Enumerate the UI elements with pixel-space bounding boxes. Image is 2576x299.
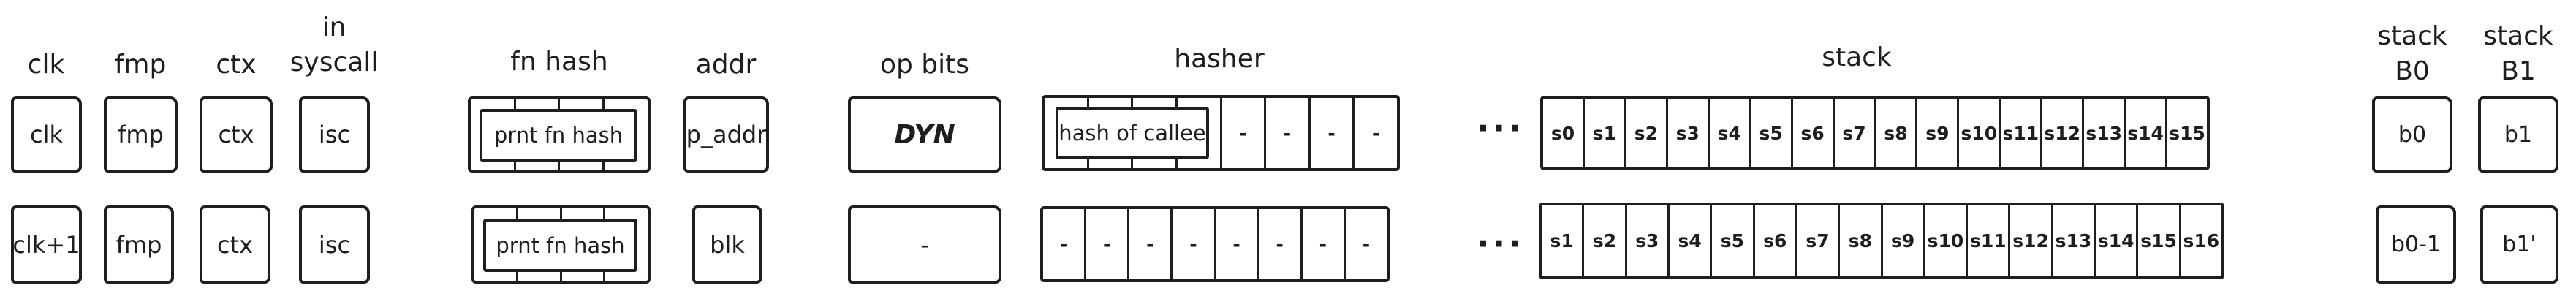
stack-cell: s1 [1550, 230, 1574, 251]
addr-box-row2: blk [692, 205, 762, 284]
isc-box-row2: isc [299, 205, 370, 284]
stack-cell: s0 [1550, 122, 1575, 144]
stack-cell: s11 [1999, 99, 2040, 167]
stack-cell: s3 [1665, 99, 1708, 167]
hasher-cell: - [1343, 209, 1387, 279]
stack-cell: s7 [1832, 99, 1874, 167]
stack-cell: s16 [2178, 205, 2221, 276]
b1-box-row2: b1' [2480, 205, 2558, 284]
stack-cell: s13 [2050, 205, 2094, 276]
hasher-strip-row2: -------- [1040, 206, 1390, 282]
hasher-cell: - [1352, 98, 1397, 168]
stack-cell: s4 [1707, 99, 1749, 167]
col-header-op-bits: op bits [879, 50, 970, 80]
col-header-addr: addr [695, 50, 757, 80]
stack-cell: s15 [2136, 205, 2178, 276]
col-header-stack-b0-line2: B0 [2395, 56, 2430, 86]
addr-box-row1: p_addr [683, 96, 769, 173]
col-header-in-syscall: in syscall [261, 10, 407, 80]
stack-cell: s9 [1880, 205, 1923, 276]
clk-box-row2: clk+1 [11, 205, 82, 284]
stack-cell: s8 [1838, 205, 1880, 276]
hasher-cells-row2: -------- [1043, 209, 1387, 279]
fnhash-group-row1: prnt fn hash [468, 96, 651, 173]
isc-box-row1: isc [299, 96, 370, 173]
col-header-stack-b0: stack B0 [2357, 19, 2467, 89]
stack-cell: s5 [1710, 205, 1752, 276]
hasher-cell: - [1257, 209, 1300, 279]
fnhash-group-row2: prnt fn hash [471, 205, 651, 284]
col-header-in-syscall-line2: syscall [289, 48, 379, 77]
col-header-clk: clk [27, 50, 65, 80]
col-header-in-syscall-line1: in [322, 12, 346, 42]
col-header-stack-b1: stack B1 [2463, 19, 2573, 89]
col-header-stack-b1-line1: stack [2483, 21, 2553, 51]
b0-box-row1: b0 [2372, 96, 2452, 173]
opbits-box-row1: DYN [848, 96, 1001, 173]
stack-cell: s2 [1624, 99, 1666, 167]
stack-cell: s14 [2124, 99, 2165, 167]
b1-box-row1: b1 [2478, 96, 2558, 173]
hasher-cell: - [1213, 209, 1257, 279]
fmp-box-row1: fmp [104, 96, 178, 173]
stack-cell: s3 [1624, 205, 1667, 276]
stack-cell: s13 [2082, 99, 2124, 167]
stack-cell: s2 [1582, 205, 1624, 276]
ctx-box-row2: ctx [200, 205, 270, 284]
hasher-cell: - [1127, 209, 1170, 279]
stack-cell: s1 [1582, 99, 1624, 167]
stack-cell: s7 [1795, 205, 1838, 276]
stack-cell: s10 [1922, 205, 1966, 276]
ctx-box-row1: ctx [200, 96, 273, 173]
hasher-cell: - [1219, 98, 1265, 168]
col-header-stack-b0-line1: stack [2377, 21, 2447, 51]
stack-cell: s10 [1957, 99, 1999, 167]
col-header-fmp: fmp [114, 50, 167, 80]
col-header-stack-b1-line2: B1 [2501, 56, 2536, 86]
hasher-cell: - [1300, 209, 1344, 279]
hasher-overlay-row1: hash of callee [1056, 107, 1209, 159]
hasher-cell: - [1084, 209, 1127, 279]
col-header-ctx: ctx [216, 50, 257, 80]
fnhash-overlay-row2: prnt fn hash [483, 219, 637, 272]
stack-cell: s12 [2040, 99, 2082, 167]
col-header-fn-hash: fn hash [510, 47, 608, 77]
stack-cell: s6 [1790, 99, 1833, 167]
ellipsis-row1: ··· [1477, 108, 1524, 148]
hasher-cell: - [1170, 209, 1213, 279]
fmp-box-row2: fmp [104, 205, 174, 284]
stack-cell: s8 [1874, 99, 1916, 167]
fnhash-overlay-row1: prnt fn hash [480, 109, 637, 162]
hasher-strip-row1: ---- hash of callee [1042, 95, 1400, 171]
stack-cell: s5 [1749, 99, 1791, 167]
opbits-box-row2: - [848, 205, 1001, 284]
stack-cell: s11 [1966, 205, 2008, 276]
hasher-cell: - [1308, 98, 1353, 168]
clk-box-row1: clk [11, 96, 82, 173]
stack-cell: s14 [2094, 205, 2136, 276]
col-header-stack: stack [1822, 42, 1892, 72]
stack-cell: s4 [1667, 205, 1710, 276]
hasher-cell: - [1264, 98, 1308, 168]
stack-cell: s9 [1915, 99, 1957, 167]
b0-box-row2: b0-1 [2376, 205, 2456, 284]
stack-cell: s15 [2165, 99, 2207, 167]
col-header-hasher: hasher [1174, 44, 1265, 74]
stack-cell: s12 [2008, 205, 2050, 276]
stack-cell: s6 [1752, 205, 1795, 276]
ellipsis-row2: ··· [1477, 224, 1524, 263]
hasher-cell: - [1059, 233, 1068, 255]
